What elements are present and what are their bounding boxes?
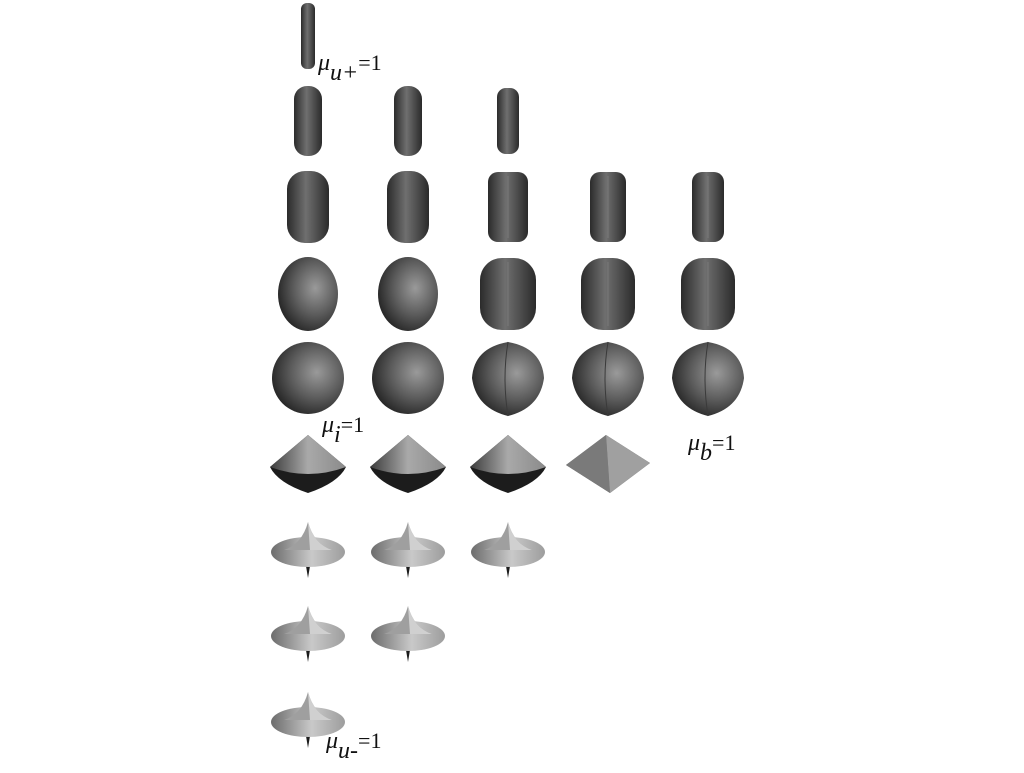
shape-pyramid-r5-c3: [566, 435, 650, 493]
label-equals: =1: [340, 412, 365, 437]
label-equals: =1: [358, 728, 382, 753]
shape-capsule-r1-c1: [394, 86, 422, 156]
shape-faceted-sphere-r4-c3: [572, 341, 644, 417]
shape-spiky-disk-r7-c0: [271, 606, 345, 662]
label-equals: =1: [712, 430, 736, 455]
shape-spiky-disk-r8-c0: [271, 692, 345, 748]
label-equals: =1: [358, 50, 382, 75]
label-mu-b: μb=1: [688, 430, 736, 466]
shape-rounded-prism-r2-c2: [488, 172, 528, 242]
shape-capsule-r1-c0: [294, 86, 322, 156]
shape-sphere-r4-c0: [272, 342, 344, 414]
shape-rounded-cylinder-r2-c1: [387, 171, 429, 243]
label-mu-u-plus: μu+=1: [318, 50, 382, 86]
label-subscript: i: [334, 422, 341, 448]
shape-rounded-prism-r3-c2: [480, 258, 536, 330]
shape-rounded-cylinder-r2-c0: [287, 171, 329, 243]
shape-faceted-sphere-r4-c2: [472, 341, 544, 417]
shape-ellipsoid-r3-c0: [278, 257, 338, 331]
shape-spiky-disk-r6-c0: [271, 522, 345, 578]
shape-rounded-prism-r3-c3: [581, 258, 635, 330]
shape-bicone-r5-c1: [370, 435, 446, 493]
shape-spiky-disk-r7-c1: [371, 606, 445, 662]
label-subscript: u+: [330, 60, 359, 86]
shape-rounded-prism-r2-c4: [692, 172, 724, 242]
label-subscript: u-: [338, 738, 359, 764]
label-mu-i: μi=1: [322, 412, 365, 448]
shape-sphere-r4-c1: [372, 342, 444, 414]
shape-bicone-r5-c0: [270, 435, 346, 493]
shape-bicone-r5-c2: [470, 435, 546, 493]
label-mu-u-minus: μu-=1: [326, 728, 382, 764]
label-subscript: b: [700, 440, 713, 466]
shape-thin-cylinder-r0-c0: [301, 3, 315, 69]
shape-spiky-disk-r6-c1: [371, 522, 445, 578]
shape-spiky-disk-r6-c2: [471, 522, 545, 578]
mu-symbol: μ: [318, 50, 331, 76]
mu-symbol: μ: [326, 728, 339, 754]
mu-symbol: μ: [322, 412, 335, 438]
shape-faceted-sphere-r4-c4: [672, 341, 744, 417]
shape-rounded-prism-r2-c3: [590, 172, 626, 242]
shape-ellipsoid-r3-c1: [378, 257, 438, 331]
shape-rounded-prism-r3-c4: [681, 258, 735, 330]
mu-symbol: μ: [688, 430, 701, 456]
shape-flat-capsule-r1-c2: [497, 88, 519, 154]
